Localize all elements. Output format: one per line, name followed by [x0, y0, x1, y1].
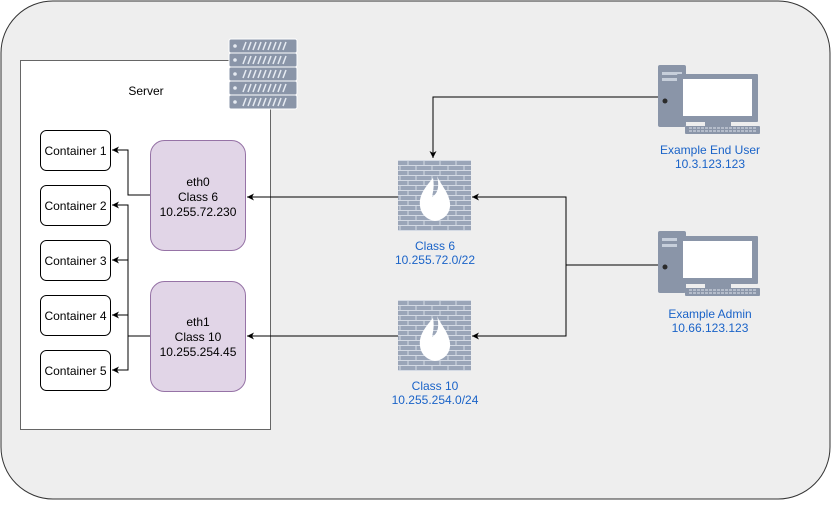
- eth1-class: Class 10: [174, 330, 222, 344]
- firewall-class10-icon: [398, 300, 471, 371]
- container-1-label: Container 1: [44, 144, 107, 158]
- end-user-desktop-computer-icon: [658, 65, 760, 134]
- eth0-ip: 10.255.72.230: [159, 205, 237, 219]
- firewall-class10-name: Class 10: [411, 379, 459, 393]
- eth0-class: Class 6: [177, 190, 218, 204]
- container-4-box: [40, 295, 111, 336]
- end-user-ip: 10.3.123.123: [674, 157, 746, 171]
- end-user-to-firewall-connector: [429, 96, 658, 158]
- eth0-name: eth0: [186, 175, 210, 189]
- eth1-to-container-2-connector: [112, 201, 150, 337]
- container-3-label: Container 3: [44, 254, 107, 268]
- admin-name: Example Admin: [668, 307, 752, 321]
- firewall-class6-name: Class 6: [414, 239, 455, 253]
- container-5-label: Container 5: [44, 364, 107, 378]
- server-label: Server: [128, 84, 164, 98]
- container-2-box: [40, 185, 111, 226]
- firewall-class6-subnet: 10.255.72.0/22: [394, 253, 476, 267]
- eth1-interface-box: [150, 281, 246, 392]
- container-1-box: [40, 130, 111, 171]
- container-5-box: [40, 350, 111, 391]
- firewall-class10-subnet: 10.255.254.0/24: [391, 393, 479, 407]
- firewall-class6-icon: [398, 160, 471, 231]
- end-user-name: Example End User: [659, 143, 761, 157]
- container-2-label: Container 2: [44, 199, 107, 213]
- container-3-box: [40, 240, 111, 281]
- eth1-to-container-5-connector: [112, 336, 129, 374]
- eth1-ip: 10.255.254.45: [159, 345, 237, 359]
- server-rack-icon: [228, 38, 298, 110]
- eth0-interface-box: [150, 140, 246, 251]
- admin-to-firewall-class10-connector: [472, 265, 567, 340]
- eth1-name: eth1: [186, 315, 210, 329]
- container-4-label: Container 4: [44, 309, 107, 323]
- admin-to-firewall-class6-connector: [472, 193, 658, 266]
- admin-ip: 10.66.123.123: [671, 321, 749, 335]
- eth0-to-container-1-connector: [112, 146, 150, 196]
- admin-desktop-computer-icon: [658, 231, 760, 296]
